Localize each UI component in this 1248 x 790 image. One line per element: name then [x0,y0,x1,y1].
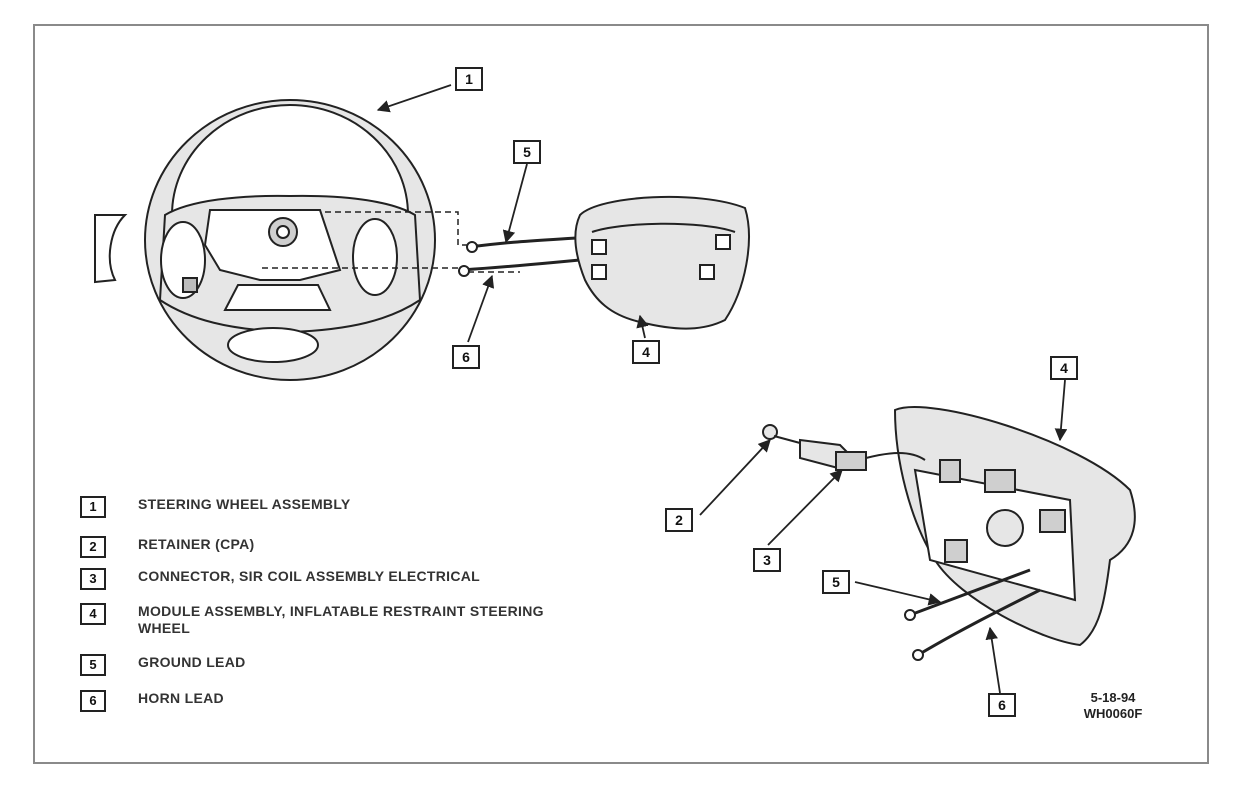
wheel-center-plate [203,209,342,281]
legend-text: MODULE ASSEMBLY, INFLATABLE RESTRAINT ST… [138,603,544,636]
retainer-drawing [762,424,801,444]
legend-text: RETAINER (CPA) [138,536,255,552]
callout-ground-lead-rear: 5 [822,570,850,594]
callout-steering-wheel: 1 [455,67,483,91]
legend-number: 2 [80,536,106,558]
legend-number: 6 [80,690,106,712]
leader-wheel-5 [502,163,528,244]
leader-module-4 [1054,379,1068,442]
legend-item-4: 4 MODULE ASSEMBLY, INFLATABLE RESTRAINT … [80,603,568,643]
module-rear-drawing [893,406,1136,647]
callout-retainer: 2 [665,508,693,532]
legend-text: GROUND LEAD [138,654,246,670]
leader-module-3 [767,469,843,546]
callout-connector: 3 [753,548,781,572]
legend-item-6: 6 HORN LEAD [80,690,618,716]
leader-module-6 [985,626,1001,694]
wheel-right-hole [352,218,398,296]
figure-date: 5-18-94 [1090,690,1136,705]
callout-horn-lead-rear: 6 [988,693,1016,717]
legend-number: 3 [80,568,106,590]
legend-text: HORN LEAD [138,690,224,706]
callout-horn-lead-top: 6 [452,345,480,369]
legend-item-5: 5 GROUND LEAD [80,654,618,680]
legend-item-3: 3 CONNECTOR, SIR COIL ASSEMBLY ELECTRICA… [80,568,618,594]
legend-number: 4 [80,603,106,625]
callout-ground-lead-top: 5 [513,140,541,164]
legend-text: CONNECTOR, SIR COIL ASSEMBLY ELECTRICAL [138,568,481,584]
legend-number: 1 [80,496,106,518]
connector-drawing [799,438,926,471]
callout-module-rear: 4 [1050,356,1078,380]
leader-wheel-6 [467,274,495,343]
leader-wheel-1 [376,84,452,113]
figure-id: WH0060F [1083,706,1143,721]
legend-number: 5 [80,654,106,676]
leader-module-2 [699,439,771,516]
leader-module-5 [854,581,942,606]
wheel-lower-slot [227,327,319,363]
steering-column [94,214,128,284]
legend-text: STEERING WHEEL ASSEMBLY [138,496,351,512]
legend-item-1: 1 STEERING WHEEL ASSEMBLY [80,496,618,522]
steering-wheel-drawing [94,99,436,381]
leader-wheel-4 [636,314,649,339]
wheel-lower-spoke [223,284,332,311]
legend-item-2: 2 RETAINER (CPA) [80,536,618,562]
callout-module-top: 4 [632,340,660,364]
module-front-drawing [574,195,750,330]
